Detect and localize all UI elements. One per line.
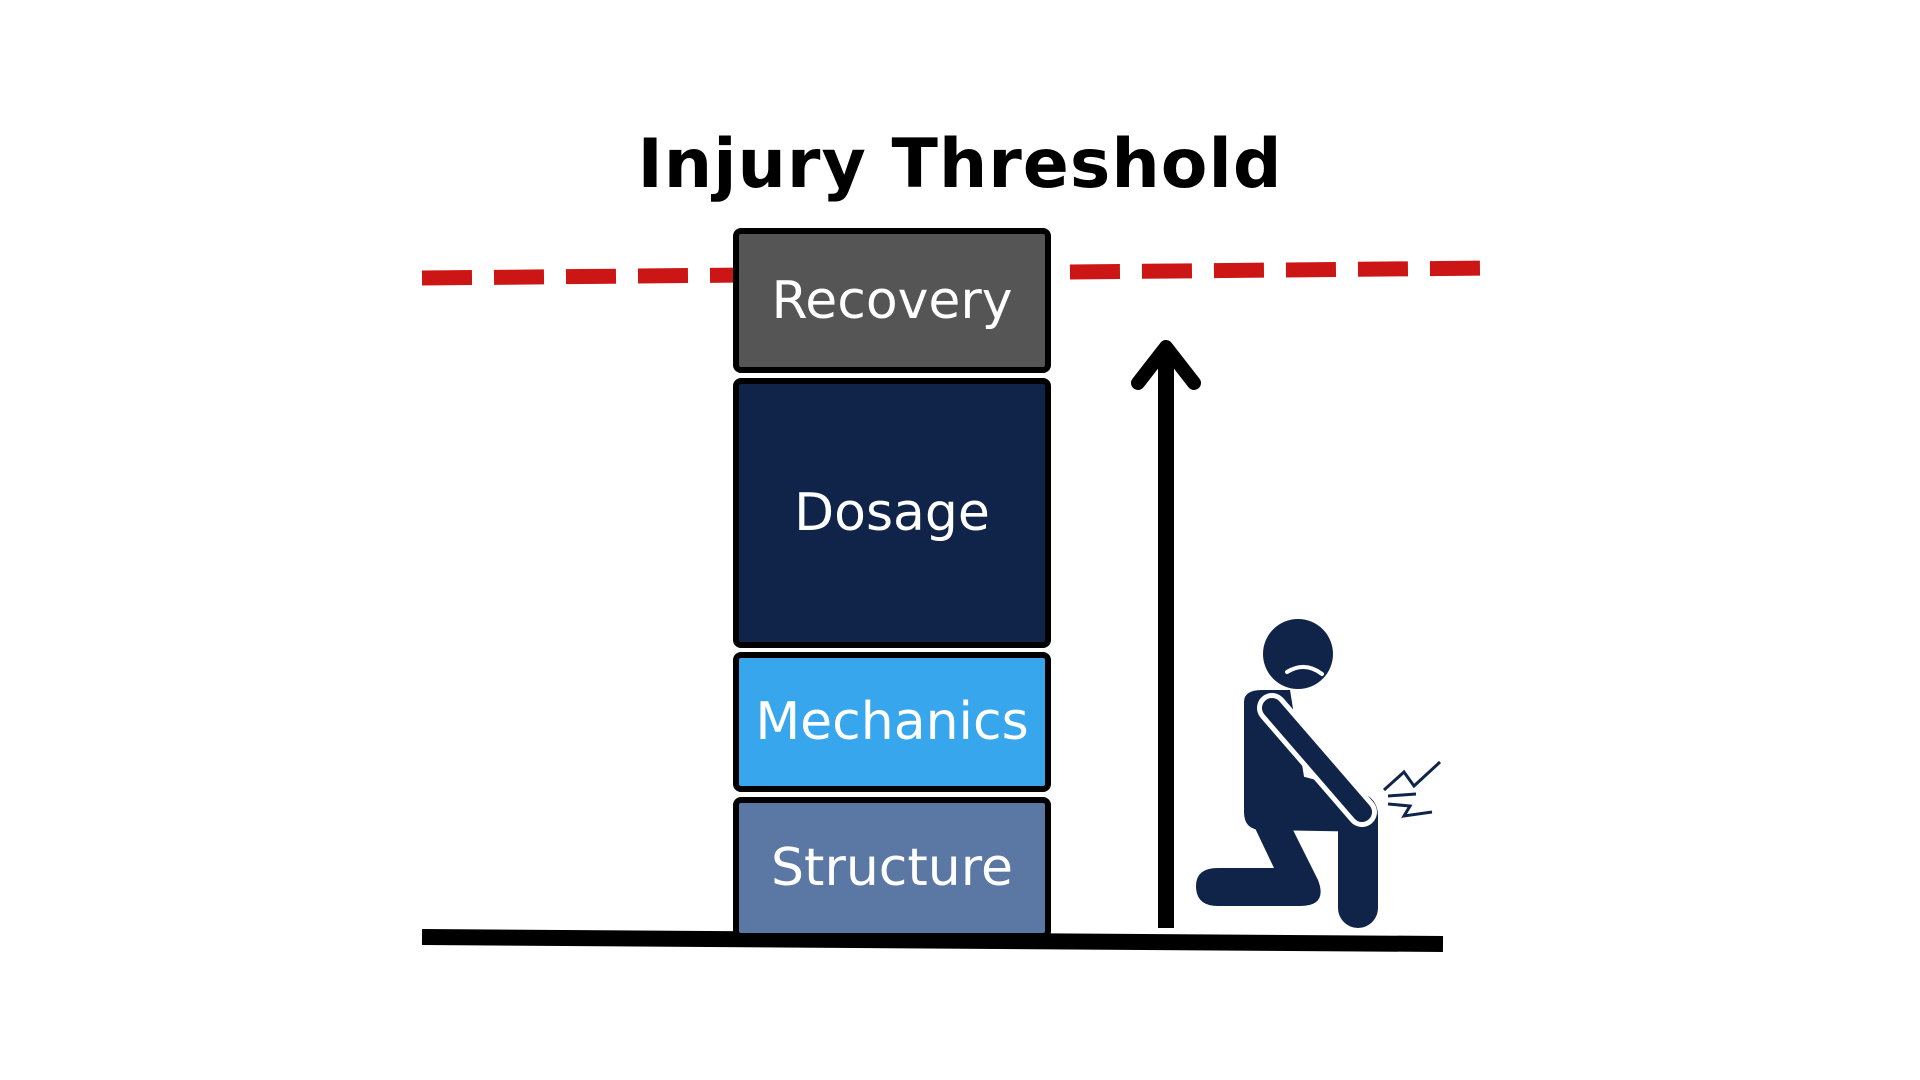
up-arrow-icon — [1131, 340, 1201, 928]
block-label-structure: Structure — [771, 838, 1013, 898]
block-label-mechanics: Mechanics — [755, 692, 1029, 752]
block-label-recovery: Recovery — [771, 270, 1013, 331]
kneeling-person-knee-pain-icon — [1196, 619, 1442, 928]
stack-block-mechanics: Mechanics — [733, 652, 1051, 792]
stack-block-dosage: Dosage — [733, 378, 1051, 648]
diagram-title: Injury Threshold — [637, 125, 1283, 204]
ground-line — [421, 929, 1444, 952]
block-label-dosage: Dosage — [794, 483, 990, 543]
stack-block-recovery: Recovery — [733, 228, 1051, 373]
head-icon — [1263, 619, 1333, 689]
stack-block-structure: Structure — [733, 797, 1051, 939]
